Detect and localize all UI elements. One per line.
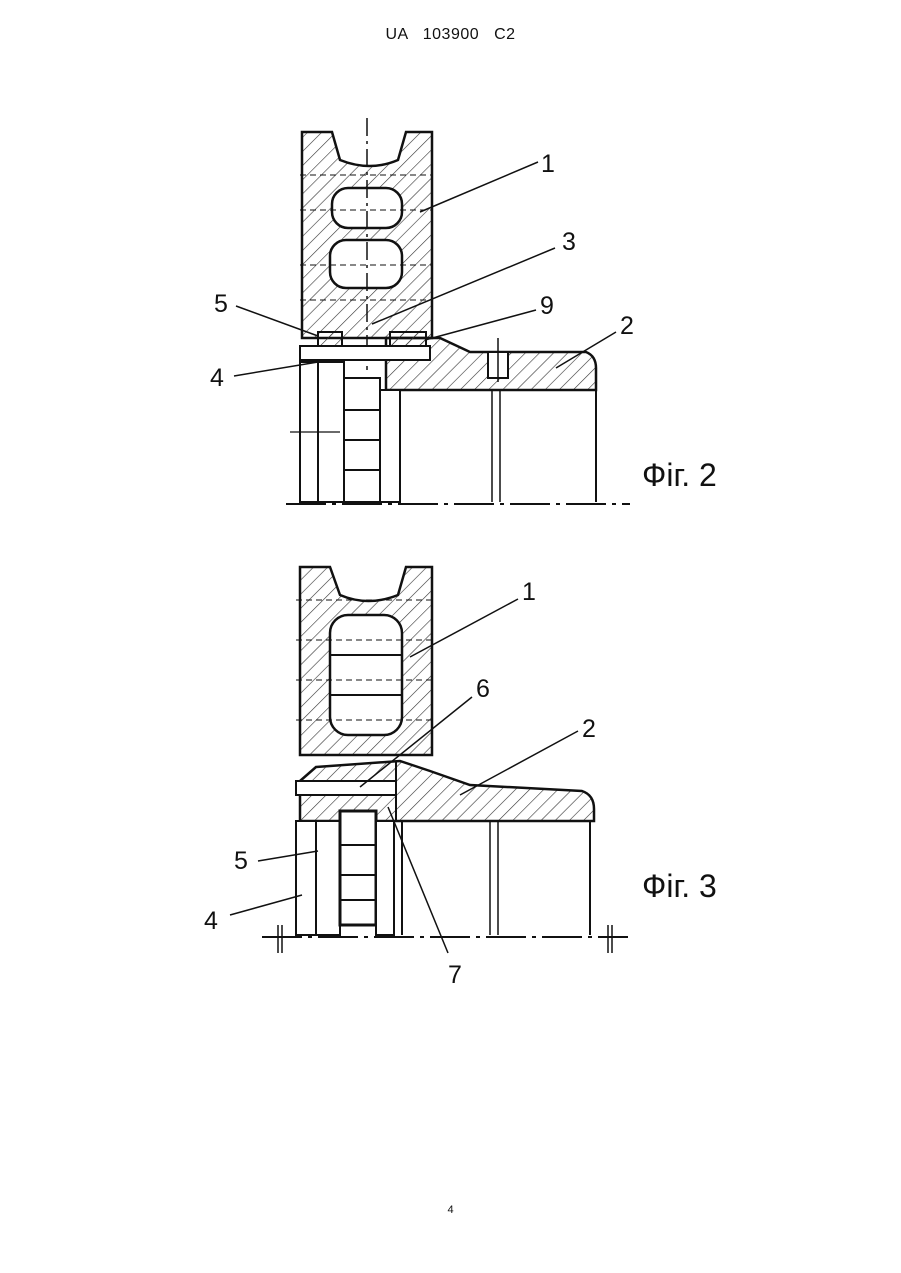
figure-3-drawing: 1 6 2 5 4 7 Фіг. 3	[0, 555, 901, 1000]
label-2: 2	[620, 312, 634, 340]
label-5: 5	[234, 847, 248, 875]
figure-2-drawing: 1 3 5 9 2 4 Фіг. 2	[0, 100, 901, 540]
patent-header: UA 103900 C2	[0, 26, 901, 44]
wheel-cavity	[330, 615, 402, 735]
label-4: 4	[204, 907, 218, 935]
label-1: 1	[522, 578, 536, 606]
label-1: 1	[541, 150, 555, 178]
figure-2-caption: Фіг. 2	[642, 457, 717, 493]
label-7: 7	[448, 961, 462, 989]
label-2: 2	[582, 715, 596, 743]
label-6: 6	[476, 675, 490, 703]
label-3: 3	[562, 228, 576, 256]
label-9: 9	[540, 292, 554, 320]
label-4: 4	[210, 364, 224, 392]
wheel-cavity-lower	[330, 240, 402, 288]
page-number: 4	[0, 1204, 901, 1216]
bolt-4	[300, 346, 430, 360]
label-5: 5	[214, 290, 228, 318]
figure-3-caption: Фіг. 3	[642, 868, 717, 904]
bolt-7	[296, 781, 396, 795]
